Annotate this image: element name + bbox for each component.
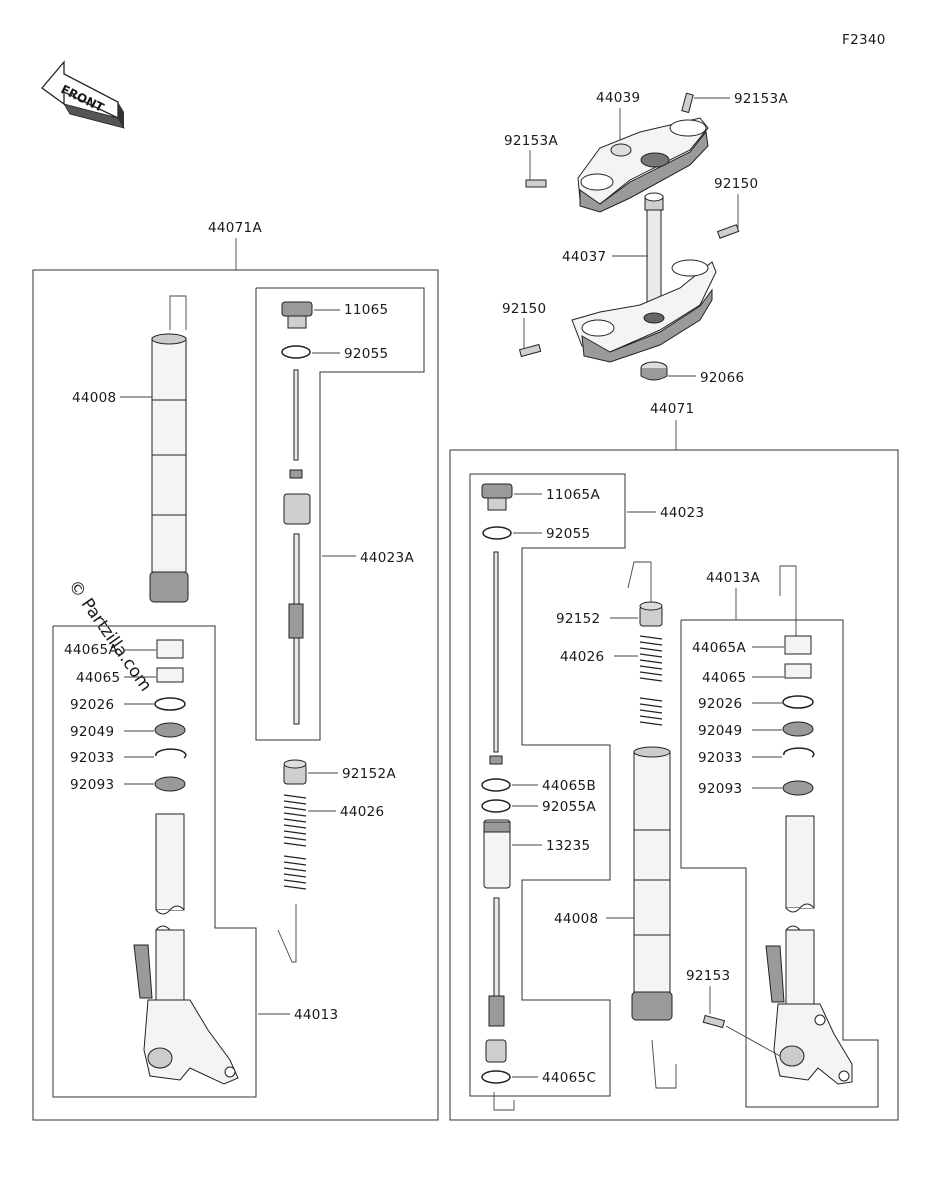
label-44065A-right: 44065A	[692, 640, 746, 656]
label-44023: 44023	[660, 505, 704, 521]
label-44039: 44039	[596, 90, 640, 106]
label-92055A: 92055A	[542, 799, 596, 815]
label-13235: 13235	[546, 838, 590, 854]
spring-nut-right	[639, 601, 663, 627]
inner-tube-left	[133, 813, 239, 1085]
box-44013	[52, 625, 257, 1098]
stem-cap	[640, 361, 668, 381]
steering-stem	[644, 192, 664, 311]
label-44065A-left: 44065A	[64, 642, 118, 658]
label-92026-left: 92026	[70, 697, 114, 713]
label-44071: 44071	[650, 401, 694, 417]
inner-tube-right	[765, 815, 853, 1085]
upper-triple-clamp	[577, 117, 709, 213]
bracket-44013A	[779, 565, 797, 636]
label-44065-right: 44065	[702, 670, 746, 686]
lower-triple-clamp	[571, 259, 717, 363]
ring-44065B	[481, 778, 511, 792]
box-44023	[469, 473, 626, 1097]
bolt-icon	[518, 92, 740, 358]
label-92153A-left: 92153A	[504, 133, 558, 149]
label-92066: 92066	[700, 370, 744, 386]
bushing-44065A-right	[784, 635, 812, 655]
fork-spring-right	[639, 635, 663, 726]
label-92150-left: 92150	[502, 301, 546, 317]
label-44013: 44013	[294, 1007, 338, 1023]
fork-cap-bolt-right	[481, 483, 513, 511]
dust-seal-left	[154, 776, 186, 792]
dust-seal-right	[782, 780, 814, 796]
washer-92026-right	[782, 695, 814, 709]
piston-rod-right	[485, 897, 507, 1063]
front-arrow-icon: FRONT	[41, 60, 125, 129]
label-44008-left: 44008	[72, 390, 116, 406]
label-92026-right: 92026	[698, 696, 742, 712]
pinch-bolt-right-icon	[702, 1014, 726, 1029]
label-44023A: 44023A	[360, 550, 414, 566]
label-92049-right: 92049	[698, 723, 742, 739]
o-ring-left	[281, 345, 311, 359]
damper-rod-right	[489, 551, 503, 765]
damper-rod-left	[283, 369, 311, 725]
label-44065-left: 44065	[76, 670, 120, 686]
label-92093-left: 92093	[70, 777, 114, 793]
bracket-left	[277, 904, 297, 963]
label-92152A: 92152A	[342, 766, 396, 782]
ring-92055A	[481, 799, 511, 813]
fork-spring-left	[283, 794, 307, 890]
bracket-92152	[627, 561, 652, 606]
circlip-right	[783, 747, 815, 758]
label-92055-right: 92055	[546, 526, 590, 542]
outer-tube-right	[631, 746, 673, 1021]
label-92153A-top: 92153A	[734, 91, 788, 107]
o-ring-right	[482, 526, 512, 540]
bracket-44065C	[493, 1092, 515, 1111]
label-92152: 92152	[556, 611, 600, 627]
label-92055-left: 92055	[344, 346, 388, 362]
label-44037: 44037	[562, 249, 606, 265]
figure-code: F2340	[842, 32, 886, 48]
oil-seal-right	[782, 721, 814, 737]
bushing-44065-left	[156, 667, 184, 683]
oil-seal-left	[154, 722, 186, 738]
box-44023A	[255, 287, 425, 741]
label-44071A: 44071A	[208, 220, 262, 236]
box-44013A	[680, 619, 879, 1108]
label-44008-right: 44008	[554, 911, 598, 927]
cartridge-13235	[483, 819, 511, 889]
label-92033-left: 92033	[70, 750, 114, 766]
label-44026-left: 44026	[340, 804, 384, 820]
circlip-left	[155, 748, 187, 759]
label-92093-right: 92093	[698, 781, 742, 797]
ring-44065C	[481, 1070, 511, 1084]
bushing-44065A-left	[156, 639, 184, 659]
bushing-44065-right	[784, 663, 812, 679]
label-44026-right: 44026	[560, 649, 604, 665]
label-44065C: 44065C	[542, 1070, 596, 1086]
label-92049-left: 92049	[70, 724, 114, 740]
fork-cap-bolt-left	[281, 301, 313, 329]
box-44071A	[32, 269, 439, 1121]
label-92150-top: 92150	[714, 176, 758, 192]
outer-tube-left	[149, 295, 189, 603]
label-92033-right: 92033	[698, 750, 742, 766]
label-11065: 11065	[344, 302, 388, 318]
washer-92026-left	[154, 697, 186, 711]
label-92153: 92153	[686, 968, 730, 984]
label-44013A: 44013A	[706, 570, 760, 586]
bracket-44008-right	[651, 1039, 677, 1089]
box-44071	[449, 449, 899, 1121]
spring-nut-left	[283, 759, 307, 785]
label-11065A: 11065A	[546, 487, 600, 503]
leader-92153-b	[725, 1025, 781, 1057]
label-44065B: 44065B	[542, 778, 596, 794]
